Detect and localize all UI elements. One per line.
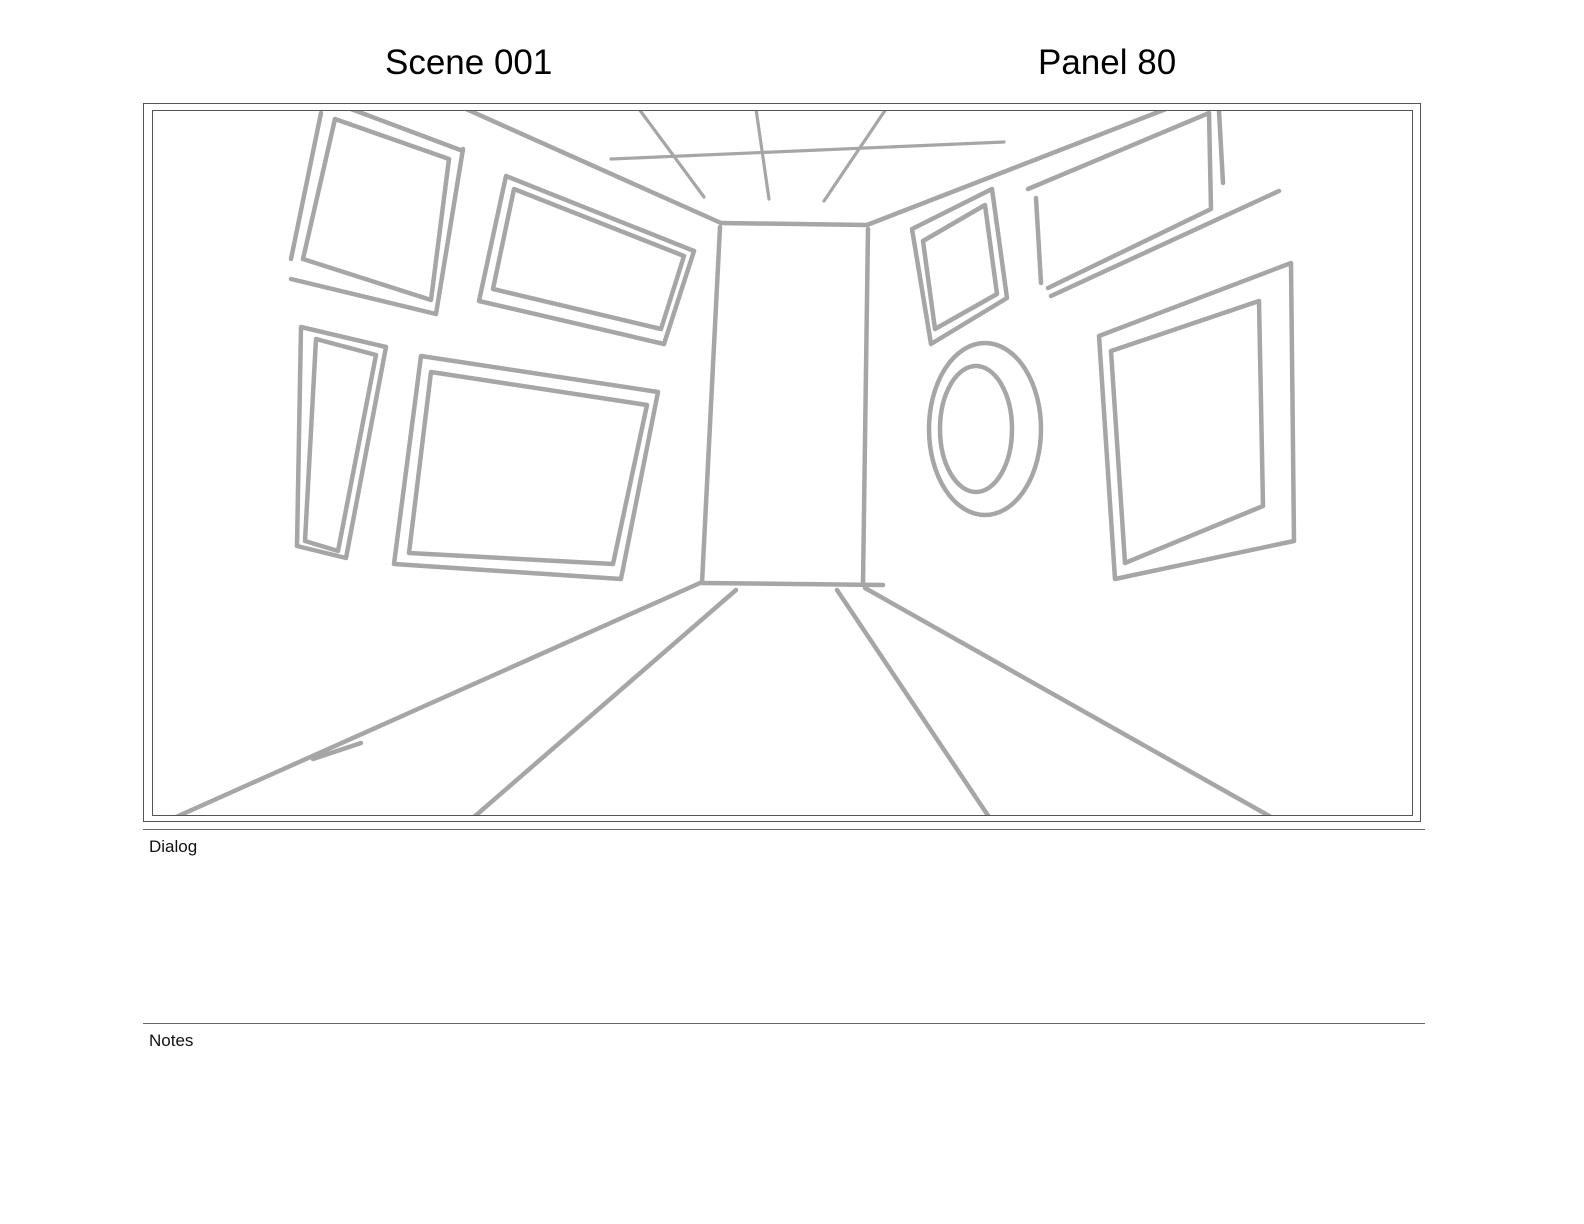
ceiling-lines bbox=[464, 111, 1168, 228]
storyboard-sketch bbox=[174, 111, 1297, 815]
scene-number: Scene 001 bbox=[385, 43, 553, 82]
dialog-label: Dialog bbox=[149, 837, 198, 856]
panel-frame-outer bbox=[143, 103, 1421, 822]
floor-lines bbox=[174, 580, 1273, 815]
notes-label: Notes bbox=[149, 1031, 194, 1050]
dialog-text-area[interactable] bbox=[143, 860, 1425, 1018]
dialog-divider bbox=[143, 829, 1425, 830]
left-wall-frames bbox=[288, 111, 697, 582]
panel-number: Panel 80 bbox=[1038, 43, 1177, 82]
right-wall-frames bbox=[909, 111, 1297, 582]
back-wall bbox=[699, 224, 886, 588]
panel-frame[interactable] bbox=[152, 110, 1413, 816]
notes-divider bbox=[143, 1023, 1425, 1024]
notes-text-area[interactable] bbox=[143, 1054, 1425, 1214]
